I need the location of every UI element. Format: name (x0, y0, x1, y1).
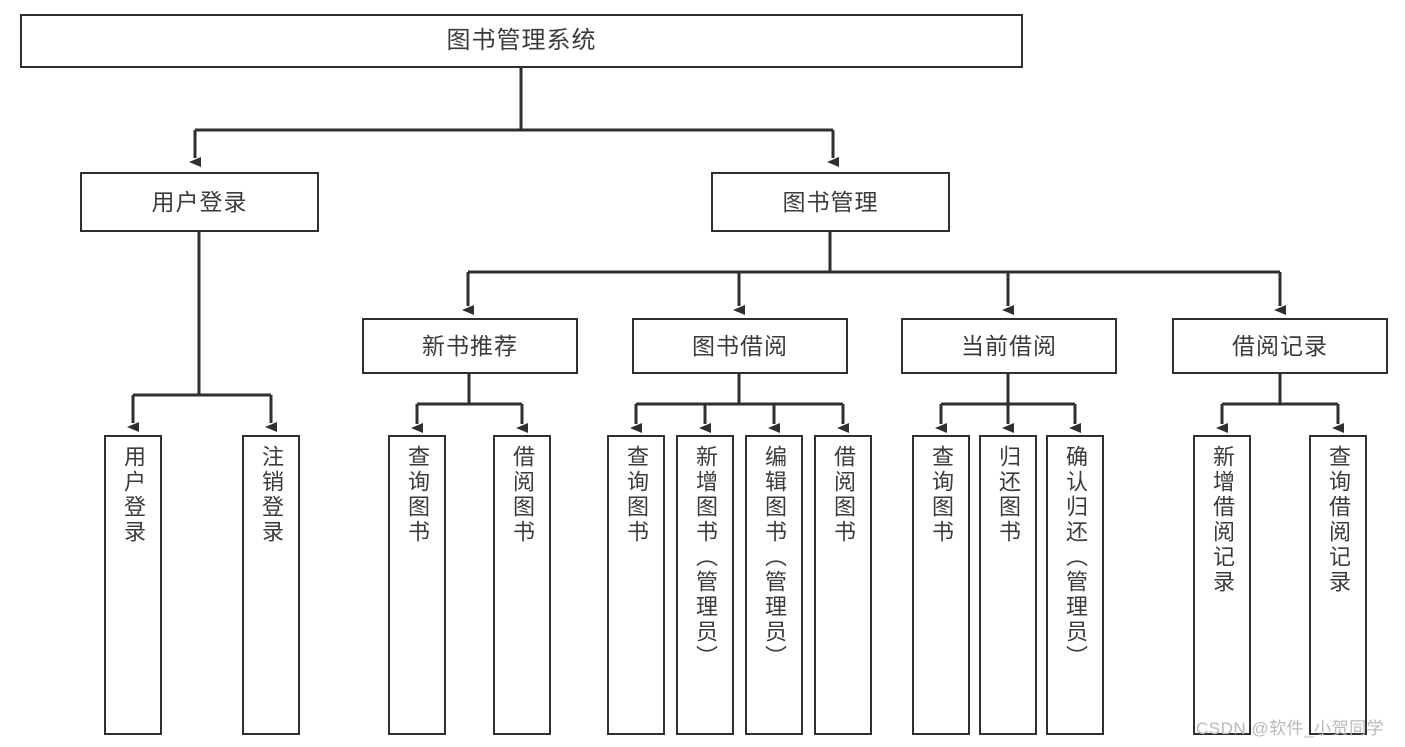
node-label: 借阅记录 (1232, 332, 1328, 359)
leaf-current-confirm-return-admin[interactable]: 确认归还（管理员） (1046, 435, 1104, 735)
node-label: 图书管理 (782, 188, 879, 215)
node-label: 查询图书 (624, 445, 649, 545)
leaf-new-book-borrow-book[interactable]: 借阅图书 (493, 435, 551, 735)
node-label: 查询图书 (405, 445, 430, 545)
node-label: 新书推荐 (422, 332, 518, 359)
node-borrowing-record[interactable]: 借阅记录 (1172, 318, 1388, 374)
leaf-current-return-book[interactable]: 归还图书 (979, 435, 1037, 735)
leaf-user-login-logout[interactable]: 注销登录 (242, 435, 300, 735)
node-label: 注销登录 (259, 445, 284, 545)
leaf-user-login-login[interactable]: 用户登录 (104, 435, 162, 735)
leaf-borrow-query-book[interactable]: 查询图书 (607, 435, 665, 735)
node-root-book-management-system[interactable]: 图书管理系统 (20, 14, 1023, 68)
node-current-borrowing[interactable]: 当前借阅 (901, 318, 1117, 374)
node-label: 借阅图书 (831, 445, 856, 545)
node-label: 确认归还（管理员） (1063, 445, 1088, 670)
leaf-borrow-add-book-admin[interactable]: 新增图书（管理员） (676, 435, 734, 735)
node-label: 新增借阅记录 (1210, 445, 1235, 595)
node-label: 借阅图书 (510, 445, 535, 545)
node-label: 图书借阅 (692, 332, 788, 359)
node-new-book-recommendation[interactable]: 新书推荐 (362, 318, 578, 374)
leaf-current-query-book[interactable]: 查询图书 (912, 435, 970, 735)
node-label: 归还图书 (996, 445, 1021, 545)
leaf-record-add-record[interactable]: 新增借阅记录 (1193, 435, 1251, 735)
leaf-new-book-query-book[interactable]: 查询图书 (388, 435, 446, 735)
node-label: 图书管理系统 (446, 27, 597, 55)
node-label: 查询借阅记录 (1326, 445, 1351, 595)
node-label: 用户登录 (121, 445, 146, 545)
node-label: 新增图书（管理员） (693, 445, 718, 670)
leaf-borrow-borrow-book[interactable]: 借阅图书 (814, 435, 872, 735)
node-label: 用户登录 (151, 188, 248, 215)
node-label: 查询图书 (929, 445, 954, 545)
leaf-record-query-record[interactable]: 查询借阅记录 (1309, 435, 1367, 735)
leaf-borrow-edit-book-admin[interactable]: 编辑图书（管理员） (745, 435, 803, 735)
node-user-login[interactable]: 用户登录 (80, 172, 319, 232)
node-label: 当前借阅 (961, 332, 1057, 359)
node-book-management[interactable]: 图书管理 (711, 172, 950, 232)
node-book-borrowing[interactable]: 图书借阅 (632, 318, 848, 374)
node-label: 编辑图书（管理员） (762, 445, 787, 670)
